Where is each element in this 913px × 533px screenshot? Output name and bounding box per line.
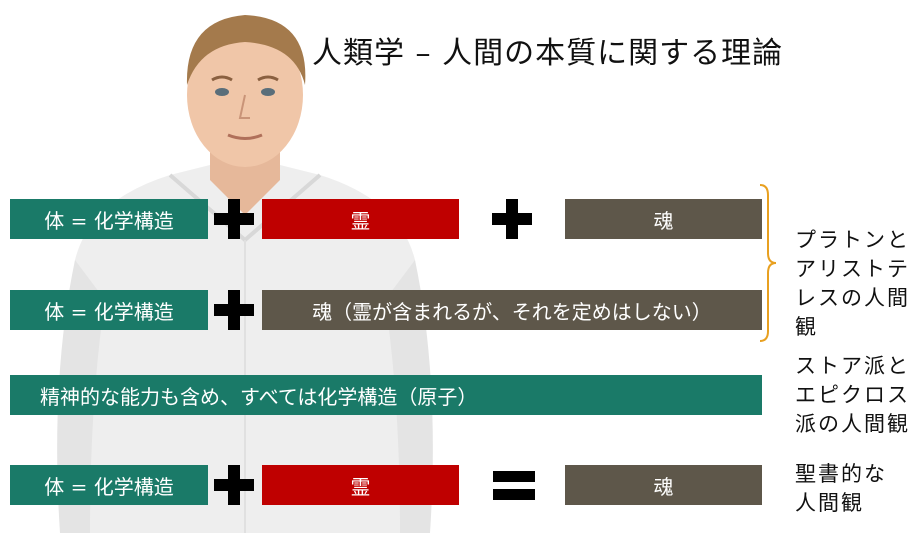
body-box: 体 = 化学構造	[10, 465, 208, 505]
plus-icon	[214, 465, 254, 505]
soul-box: 魂	[565, 465, 762, 505]
plus-icon	[492, 199, 532, 239]
spirit-box: 霊	[262, 465, 459, 505]
plato-aristotle-view-label: プラトンと アリストテ レスの人間 観	[795, 228, 910, 339]
curly-brace	[759, 184, 777, 342]
body-box: 体 = 化学構造	[10, 290, 208, 330]
equals-icon	[493, 467, 535, 503]
plus-icon	[214, 199, 254, 239]
man-photo	[57, 15, 433, 533]
soul-includes-spirit-box: 魂（霊が含まれるが、それを定めはしない）	[262, 290, 762, 330]
soul-box: 魂	[565, 199, 762, 239]
biblical-view-label: 聖書的な 人間観	[795, 462, 887, 515]
body-box: 体 = 化学構造	[10, 199, 208, 239]
plus-icon	[214, 290, 254, 330]
spirit-box: 霊	[262, 199, 459, 239]
stoic-epicurean-view-label: ストア派と エピクロス 派の人間観	[795, 354, 910, 436]
page-title: 人類学 – 人間の本質に関する理論	[312, 36, 784, 71]
all-chemical-box: 精神的な能力も含め、すべては化学構造（原子）	[10, 375, 762, 415]
